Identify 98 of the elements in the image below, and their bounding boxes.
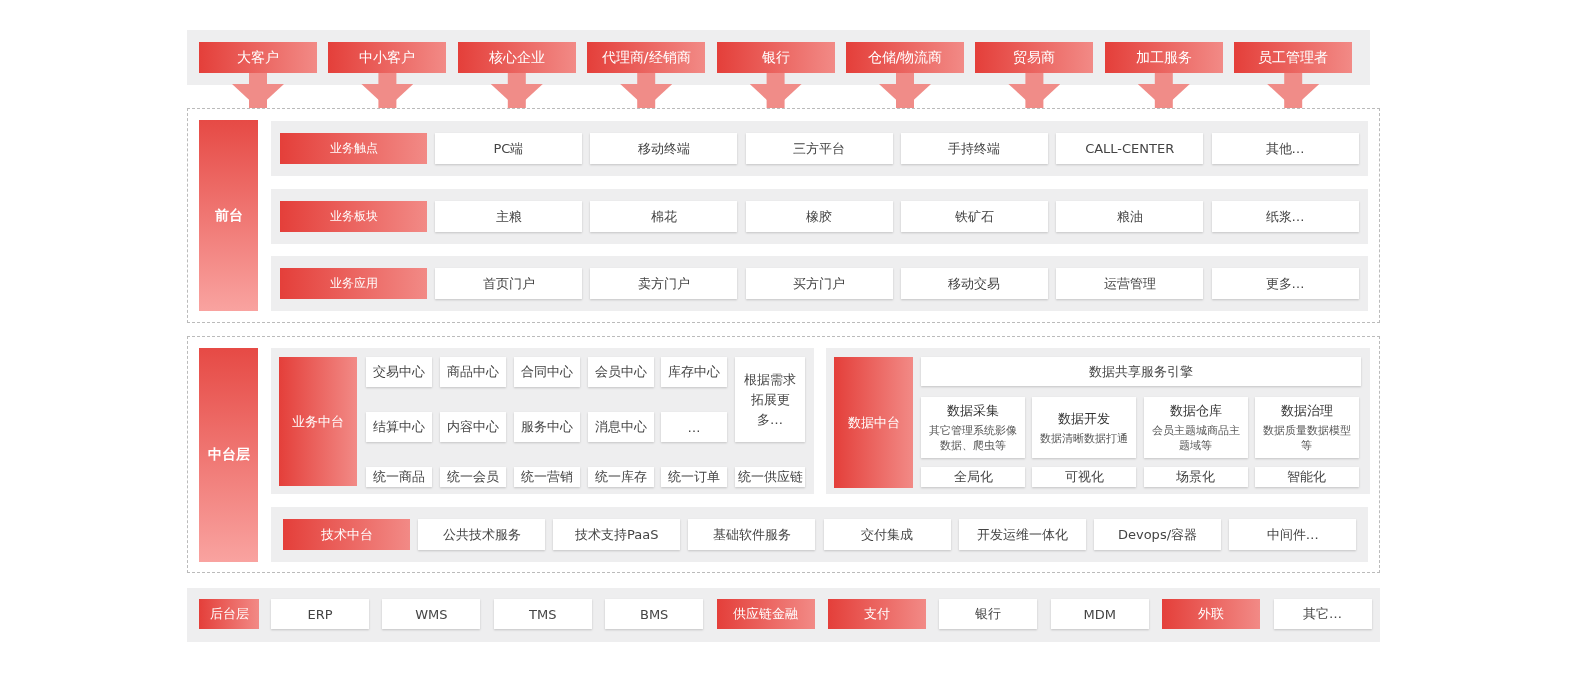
module-box: 开发运维一体化 — [958, 519, 1086, 550]
arrow — [490, 73, 543, 108]
module-box: 场景化 — [1143, 467, 1248, 487]
label-box: 后台层 — [199, 599, 259, 629]
category-box: 贸易商 — [975, 42, 1094, 73]
dashed-frame — [187, 336, 1380, 573]
module-box: 铁矿石 — [900, 201, 1048, 232]
module-box: 技术支持PaaS — [553, 519, 681, 550]
module-box: 移动终端 — [590, 133, 738, 164]
arrow — [749, 73, 802, 108]
arrow — [1137, 73, 1190, 108]
module-box: 中间件… — [1229, 519, 1357, 550]
label-box: 外联 — [1162, 599, 1261, 629]
module-box — [1254, 397, 1359, 458]
module-box: 粮油 — [1056, 201, 1204, 232]
module-box: 全局化 — [921, 467, 1025, 487]
module-box: WMS — [382, 599, 481, 629]
module-box: BMS — [605, 599, 704, 629]
module-box: 银行 — [939, 599, 1038, 629]
module-box: 其它… — [1273, 599, 1372, 629]
module-box — [921, 397, 1025, 458]
module-box: 内容中心 — [440, 412, 506, 442]
module-box: 会员中心 — [588, 357, 654, 387]
module-box: 买方门户 — [745, 268, 893, 299]
module-box: 基础软件服务 — [688, 519, 816, 550]
arrow — [1267, 73, 1320, 108]
dashed-frame — [187, 108, 1380, 323]
category-box: 核心企业 — [457, 42, 576, 73]
module-box: 库存中心 — [661, 357, 727, 387]
module-heading: 数据采集 — [947, 402, 999, 420]
module-box: 主粮 — [435, 201, 582, 232]
module-box: 交付集成 — [823, 519, 951, 550]
module-box: PC端 — [435, 133, 582, 164]
category-box: 中小客户 — [328, 42, 447, 73]
module-description: 会员主题城商品主题域等 — [1150, 423, 1241, 453]
module-box: 统一订单 — [661, 467, 727, 487]
module-box: 合同中心 — [514, 357, 580, 387]
module-box: 橡胶 — [745, 201, 893, 232]
module-box: 消息中心 — [588, 412, 654, 442]
label-box: 供应链金融 — [716, 599, 815, 629]
arrow — [1008, 73, 1061, 108]
module-box: 统一营销 — [514, 467, 580, 487]
module-box: 手持终端 — [900, 133, 1048, 164]
arrow — [879, 73, 931, 108]
module-description: 数据质量数据模型等 — [1261, 423, 1352, 453]
module-box: 棉花 — [590, 201, 738, 232]
label-box: 业务中台 — [279, 357, 357, 486]
module-box: 统一会员 — [440, 467, 506, 487]
module-box: 统一库存 — [588, 467, 654, 487]
module-box: Devops/容器 — [1094, 519, 1221, 550]
module-description: 其它管理系统影像数据、爬虫等 — [928, 423, 1018, 453]
arrow — [232, 73, 284, 108]
label-box: 支付 — [828, 599, 926, 629]
module-box: 三方平台 — [745, 133, 893, 164]
label-box: 业务触点 — [280, 133, 427, 164]
module-box: 结算中心 — [366, 412, 432, 442]
module-box: 卖方门户 — [590, 268, 738, 299]
layer-bar: 中台层 — [199, 348, 258, 562]
module-box: 服务中心 — [514, 412, 580, 442]
module-box: 首页门户 — [435, 268, 582, 299]
module-heading: 数据开发 — [1058, 409, 1111, 428]
module-box — [1032, 397, 1137, 458]
module-box: 商品中心 — [440, 357, 506, 387]
module-box: 更多… — [1211, 268, 1359, 299]
category-box: 加工服务 — [1104, 42, 1223, 73]
module-box: 纸浆… — [1211, 201, 1359, 232]
module-box: 统一供应链 — [735, 467, 805, 487]
module-box — [1143, 397, 1248, 458]
module-heading: 数据治理 — [1280, 402, 1333, 420]
category-box: 仓储/物流商 — [846, 42, 964, 73]
category-box: 大客户 — [199, 42, 317, 73]
module-box: MDM — [1050, 599, 1149, 629]
label-box: 技术中台 — [283, 519, 410, 550]
label-box: 业务板块 — [280, 201, 427, 232]
arrow — [361, 73, 414, 108]
module-box: CALL-CENTER — [1056, 133, 1204, 164]
module-heading: 数据仓库 — [1169, 402, 1222, 420]
category-box: 银行 — [716, 42, 835, 73]
module-box: 可视化 — [1032, 467, 1137, 487]
module-box: 其他… — [1211, 133, 1359, 164]
module-box: 运营管理 — [1056, 268, 1204, 299]
label-box: 数据中台 — [834, 357, 913, 488]
module-box: ERP — [271, 599, 369, 629]
label-box: 业务应用 — [280, 268, 427, 299]
module-box: 交易中心 — [366, 357, 432, 387]
module-box: 智能化 — [1254, 467, 1359, 487]
module-description: 数据清晰数据打通 — [1039, 430, 1130, 446]
module-box: 数据共享服务引擎 — [921, 357, 1361, 386]
arrow — [620, 73, 673, 108]
category-box: 员工管理者 — [1234, 42, 1353, 73]
module-box: … — [661, 412, 727, 442]
module-box: 统一商品 — [366, 467, 432, 487]
module-box: 移动交易 — [900, 268, 1048, 299]
module-box: 根据需求拓展更多… — [735, 357, 805, 442]
layer-bar: 前台 — [199, 120, 258, 311]
module-box: 公共技术服务 — [418, 519, 545, 550]
category-box: 代理商/经销商 — [587, 42, 706, 73]
module-box: TMS — [493, 599, 592, 629]
